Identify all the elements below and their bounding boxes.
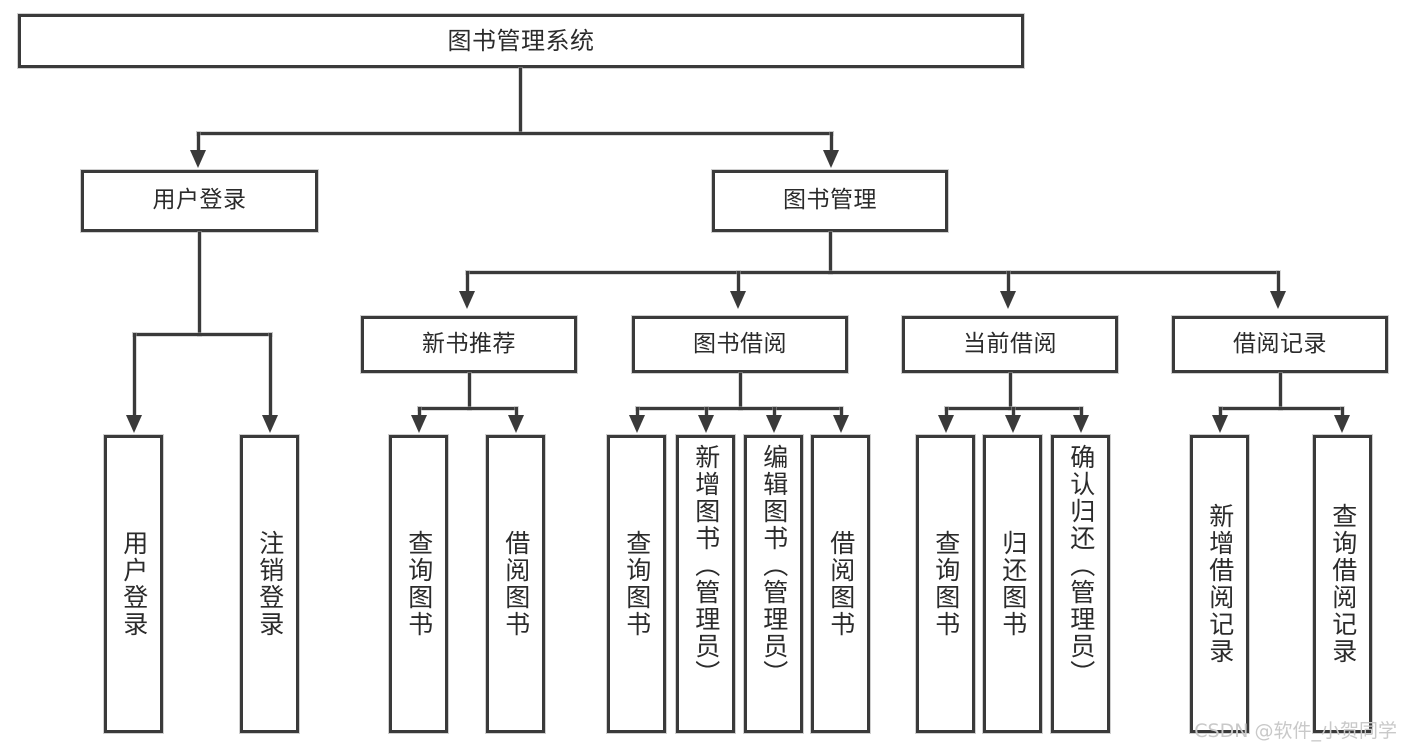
node-label: 新增借阅记录 [1205, 503, 1235, 665]
node-label: 新增图书（管理员） [691, 444, 721, 687]
leaf-query-book-new[interactable]: 查询图书 [389, 435, 448, 733]
arrow-to-leaf-query-book-2 [629, 415, 645, 433]
connector-book-borrow-d [840, 407, 843, 417]
node-root-system[interactable]: 图书管理系统 [18, 14, 1024, 68]
connector-book-borrow-bus [636, 407, 842, 410]
connector-user-login-right [269, 333, 272, 417]
arrow-to-leaf-query-record [1334, 415, 1350, 433]
node-label: 新书推荐 [422, 330, 516, 357]
arrow-to-leaf-edit-book [766, 415, 782, 433]
connector-borrow-records-bus [1219, 407, 1343, 410]
node-label: 编辑图书（管理员） [759, 444, 789, 687]
arrow-to-leaf-return-book [1005, 415, 1021, 433]
connector-book-borrow-b [705, 407, 708, 417]
connector-book-borrow-a [636, 407, 639, 417]
connector-new-book-stem [468, 373, 471, 410]
connector-new-book-bus [418, 407, 517, 410]
connector-book-mgmt-bus [466, 271, 1278, 274]
node-label: 图书借阅 [693, 330, 787, 357]
arrow-root-to-user-login [190, 150, 206, 168]
node-new-book-recommend[interactable]: 新书推荐 [361, 316, 577, 373]
node-label: 用户登录 [119, 530, 149, 638]
leaf-return-book[interactable]: 归还图书 [983, 435, 1042, 733]
connector-new-book-left [418, 407, 421, 417]
connector-root-bus [197, 132, 833, 135]
leaf-query-book-borrow[interactable]: 查询图书 [607, 435, 666, 733]
connector-current-borrow-b [1012, 407, 1015, 417]
leaf-add-book-admin[interactable]: 新增图书（管理员） [676, 435, 735, 733]
connector-bus-to-book-borrow [737, 271, 740, 293]
node-book-management[interactable]: 图书管理 [712, 170, 948, 232]
arrow-to-leaf-borrow-book-1 [508, 415, 524, 433]
node-label: 当前借阅 [963, 330, 1057, 357]
connector-new-book-right [515, 407, 518, 417]
csdn-watermark: CSDN @软件_小贺同学 [1194, 720, 1397, 742]
connector-borrow-records-right [1341, 407, 1344, 417]
connector-current-borrow-stem [1009, 373, 1012, 410]
arrow-to-leaf-query-book-3 [938, 415, 954, 433]
node-current-borrow[interactable]: 当前借阅 [902, 316, 1118, 373]
node-label: 确认归还（管理员） [1066, 444, 1096, 687]
connector-current-borrow-a [945, 407, 948, 417]
node-label: 借阅图书 [501, 530, 531, 638]
leaf-edit-book-admin[interactable]: 编辑图书（管理员） [744, 435, 803, 733]
leaf-logout[interactable]: 注销登录 [240, 435, 299, 733]
connector-bus-to-new-book [466, 271, 469, 293]
arrow-to-borrow-records [1270, 291, 1286, 309]
leaf-borrow-book-borrow[interactable]: 借阅图书 [811, 435, 870, 733]
arrow-to-leaf-borrow-book-2 [833, 415, 849, 433]
leaf-query-book-current[interactable]: 查询图书 [916, 435, 975, 733]
node-label: 用户登录 [152, 187, 247, 214]
connector-user-login-stem [198, 232, 201, 336]
node-label: 图书管理 [783, 187, 877, 214]
node-label: 归还图书 [998, 530, 1028, 638]
arrow-root-to-book-mgmt [823, 150, 839, 168]
node-label: 查询图书 [404, 530, 434, 638]
connector-current-borrow-c [1080, 407, 1083, 417]
leaf-add-borrow-record[interactable]: 新增借阅记录 [1190, 435, 1249, 733]
node-label: 借阅图书 [826, 530, 856, 638]
node-label: 查询借阅记录 [1328, 503, 1358, 665]
node-label: 查询图书 [931, 530, 961, 638]
leaf-query-borrow-record[interactable]: 查询借阅记录 [1313, 435, 1372, 733]
leaf-user-login[interactable]: 用户登录 [104, 435, 163, 733]
connector-bus-to-current-borrow [1007, 271, 1010, 293]
node-label: 图书管理系统 [447, 26, 595, 55]
arrow-to-leaf-add-record [1212, 415, 1228, 433]
node-book-borrow[interactable]: 图书借阅 [632, 316, 848, 373]
arrow-to-leaf-confirm-return [1073, 415, 1089, 433]
arrow-to-leaf-logout [262, 415, 278, 433]
node-borrow-records[interactable]: 借阅记录 [1172, 316, 1388, 373]
arrow-to-book-borrow [730, 291, 746, 309]
node-label: 查询图书 [622, 530, 652, 638]
node-label: 借阅记录 [1233, 330, 1327, 357]
connector-user-login-bus [133, 333, 272, 336]
connector-borrow-records-left [1219, 407, 1222, 417]
connector-root-to-book-mgmt [830, 132, 833, 152]
leaf-borrow-book-new[interactable]: 借阅图书 [486, 435, 545, 733]
connector-user-login-left [133, 333, 136, 417]
arrow-to-new-book [459, 291, 475, 309]
leaf-confirm-return-admin[interactable]: 确认归还（管理员） [1051, 435, 1110, 733]
connector-borrow-records-stem [1279, 373, 1282, 410]
connector-book-mgmt-stem [829, 232, 832, 274]
connector-bus-to-borrow-records [1277, 271, 1280, 293]
connector-root-stem [519, 68, 522, 134]
node-user-login[interactable]: 用户登录 [81, 170, 318, 232]
connector-book-borrow-c [773, 407, 776, 417]
connector-book-borrow-stem [739, 373, 742, 410]
arrow-to-current-borrow [1000, 291, 1016, 309]
arrow-to-leaf-user-login [126, 415, 142, 433]
connector-root-to-user-login [197, 132, 200, 152]
arrow-to-leaf-add-book [698, 415, 714, 433]
node-label: 注销登录 [255, 530, 285, 638]
arrow-to-leaf-query-book-1 [411, 415, 427, 433]
